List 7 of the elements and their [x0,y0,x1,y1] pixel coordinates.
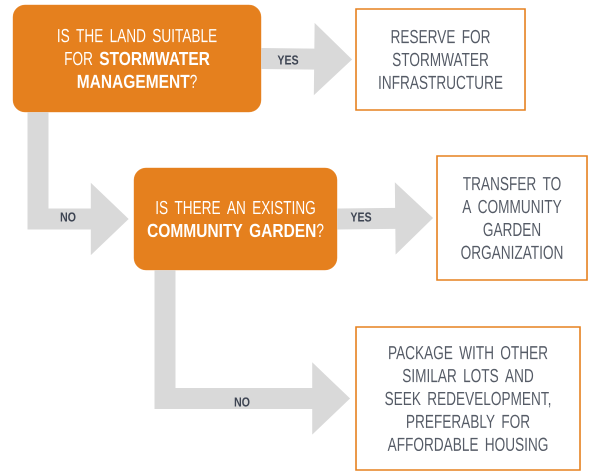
decision-box: IS THERE AN EXISTING COMMUNITY GARDEN? [134,168,338,270]
edge-label: NO [58,210,78,224]
outcome-box: PACKAGE WITH OTHER SIMILAR LOTS AND SEEK REDEVELOPMENT, PREFERABLY FOR AFFORDABLE HOUSING [355,326,581,471]
outcome-box: RESERVE FOR STORMWATER INFRASTRUCTURE [355,8,526,111]
decision-box: IS THE LAND SUITABLE FOR STORMWATER MANAGEMENT? [12,4,262,112]
edge-label: NO [232,396,252,408]
outcome-box: TRANSFER TO A COMMUNITY GARDEN ORGANIZATION [436,155,588,281]
